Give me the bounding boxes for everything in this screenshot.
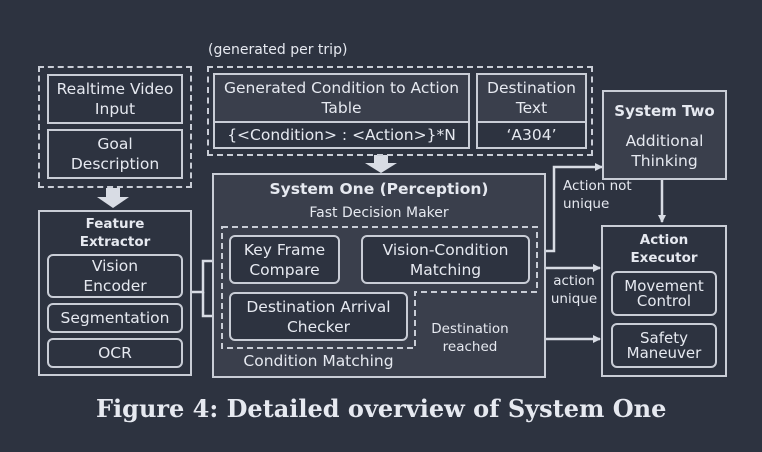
- segmentation-box: Segmentation: [47, 303, 183, 333]
- condition-action-table-value-box: {<Condition> : <Action>}*N: [213, 121, 470, 149]
- destination-arrival-checker-label: Destination Arrival Checker: [246, 297, 391, 336]
- vision-encoder-label: Vision Encoder: [83, 257, 147, 295]
- safety-maneuver-label: Safety Maneuver: [626, 328, 702, 362]
- key-frame-compare-box: Key Frame Compare: [229, 235, 340, 284]
- destination-arrival-checker-box: Destination Arrival Checker: [229, 292, 408, 341]
- action-executor-title: Action Executor: [630, 232, 698, 266]
- per-trip-group: [207, 66, 593, 156]
- ocr-box: OCR: [47, 338, 183, 368]
- edge-label-unique: action unique: [550, 273, 598, 307]
- system-two-subtitle-box: Additional Thinking: [604, 130, 725, 172]
- system-one-title: System One (Perception): [269, 180, 489, 198]
- goal-description-label: Goal Description: [70, 135, 160, 173]
- block-arrow-per-trip: [365, 155, 397, 173]
- realtime-video-input-label: Realtime Video Input: [56, 80, 174, 118]
- inputs-group: [38, 66, 192, 188]
- figure-caption: Figure 4: Detailed overview of System On…: [96, 394, 667, 423]
- system-two-subtitle: Additional Thinking: [625, 132, 704, 170]
- destination-text-header: Destination Text: [476, 73, 587, 123]
- system-two-box: [602, 90, 727, 180]
- realtime-video-input-box: Realtime Video Input: [47, 74, 183, 124]
- movement-control-label: Movement Control: [624, 276, 704, 310]
- vision-encoder-box: Vision Encoder: [47, 254, 183, 298]
- condition-matching-label: Condition Matching: [243, 352, 394, 370]
- action-executor-box: [601, 225, 727, 377]
- key-frame-compare-label: Key Frame Compare: [243, 240, 326, 279]
- condition-action-table-label: Generated Condition to Action Table: [223, 79, 460, 117]
- ocr-label: OCR: [98, 344, 132, 362]
- destination-text-value-box: ‘A304’: [476, 121, 587, 149]
- edge-label-not-unique: Action not unique: [563, 178, 632, 212]
- condition-action-table-value: {<Condition> : <Action>}*N: [227, 126, 456, 144]
- destination-text-label: Destination Text: [487, 79, 576, 117]
- vision-condition-matching-box: Vision-Condition Matching: [361, 235, 530, 284]
- feature-extractor-title: Feature Extractor: [79, 216, 151, 250]
- system-one-subtitle: Fast Decision Maker: [309, 205, 449, 221]
- movement-control-box: Movement Control: [611, 271, 717, 316]
- per-trip-note: (generated per trip): [208, 42, 348, 58]
- condition-action-table-header: Generated Condition to Action Table: [213, 73, 470, 123]
- block-arrow-inputs: [97, 188, 129, 208]
- edge-label-reached: Destination reached: [431, 321, 509, 355]
- system-two-title: System Two: [614, 101, 715, 120]
- goal-description-box: Goal Description: [47, 129, 183, 179]
- destination-text-value: ‘A304’: [506, 126, 557, 144]
- feature-extractor-box: [38, 210, 192, 376]
- vision-condition-matching-label: Vision-Condition Matching: [382, 240, 509, 279]
- safety-maneuver-box: Safety Maneuver: [611, 323, 717, 368]
- segmentation-label: Segmentation: [60, 309, 170, 327]
